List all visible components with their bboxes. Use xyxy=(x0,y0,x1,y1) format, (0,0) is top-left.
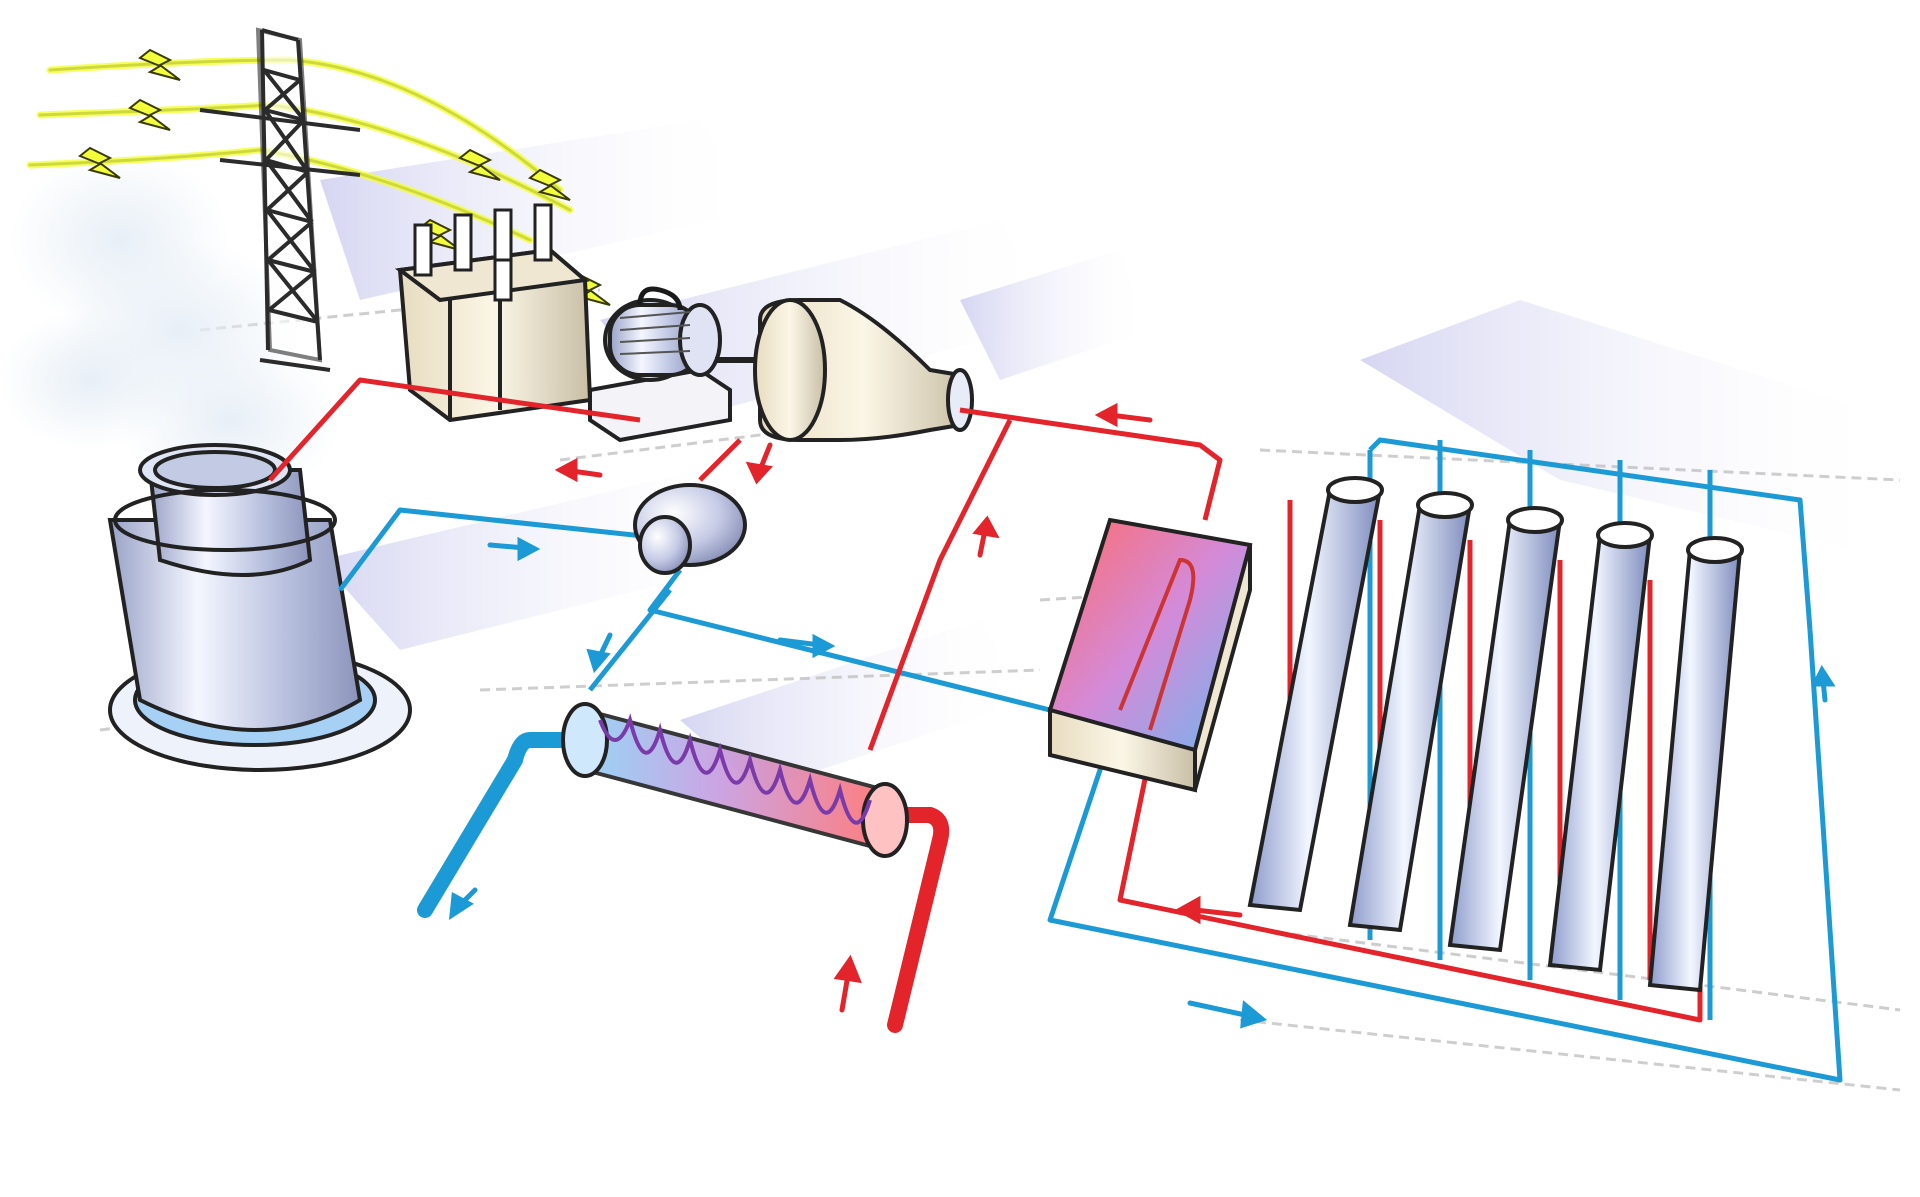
solar-trough-collectors xyxy=(1247,476,1744,993)
cold-flow-arrow-icon xyxy=(448,536,1836,1029)
transmission-tower xyxy=(199,27,361,372)
transformer xyxy=(394,203,593,423)
trough-1 xyxy=(1247,476,1384,913)
thermal-storage-tank xyxy=(1047,517,1253,793)
flow-arrows xyxy=(448,402,1836,1029)
steam-turbine xyxy=(753,298,974,442)
condenser-drum xyxy=(633,483,747,575)
cold-outlet-pipe xyxy=(417,732,568,918)
cooling-tower xyxy=(107,443,412,772)
trough-3 xyxy=(1447,506,1564,953)
hot-flow-arrow-icon xyxy=(554,402,1243,1013)
trough-5 xyxy=(1647,536,1744,993)
trough-4 xyxy=(1547,521,1654,973)
trough-2 xyxy=(1347,491,1474,933)
cold-pipes xyxy=(338,437,1843,1083)
heat-exchanger xyxy=(561,702,909,858)
hot-inlet-pipe xyxy=(887,807,950,1033)
